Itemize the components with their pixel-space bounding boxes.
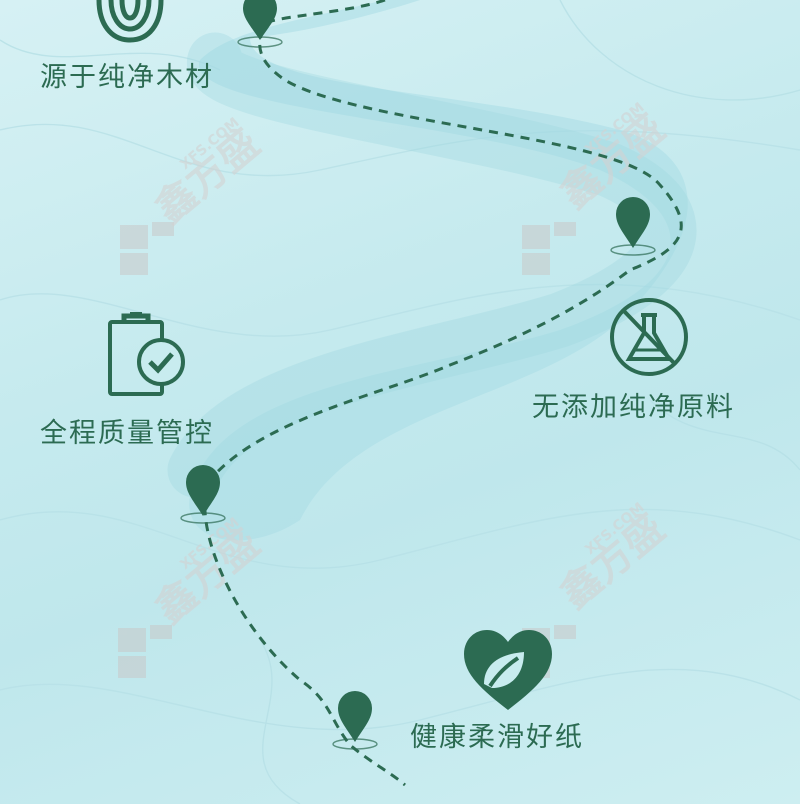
- feature-label-additive: 无添加纯净原料: [532, 392, 735, 423]
- watermark-logo-icon: [118, 625, 172, 678]
- no-chemical-flask-icon: [610, 298, 688, 376]
- river-band: [189, 0, 688, 541]
- watermark-logo-icon: [120, 222, 174, 275]
- feature-label-soft: 健康柔滑好纸: [410, 722, 584, 753]
- clipboard-check-icon: [108, 312, 185, 396]
- feature-label-wood: 源于纯净木材: [40, 62, 214, 93]
- location-pin-icon: [332, 691, 378, 750]
- location-pin-icon: [180, 465, 226, 524]
- tree-rings-icon: [96, 0, 164, 43]
- location-pin-icon: [237, 0, 283, 48]
- watermark-logo-icon: [522, 222, 576, 275]
- feature-label-quality: 全程质量管控: [40, 418, 214, 449]
- heart-leaf-icon: [464, 630, 552, 710]
- location-pin-icon: [610, 197, 656, 256]
